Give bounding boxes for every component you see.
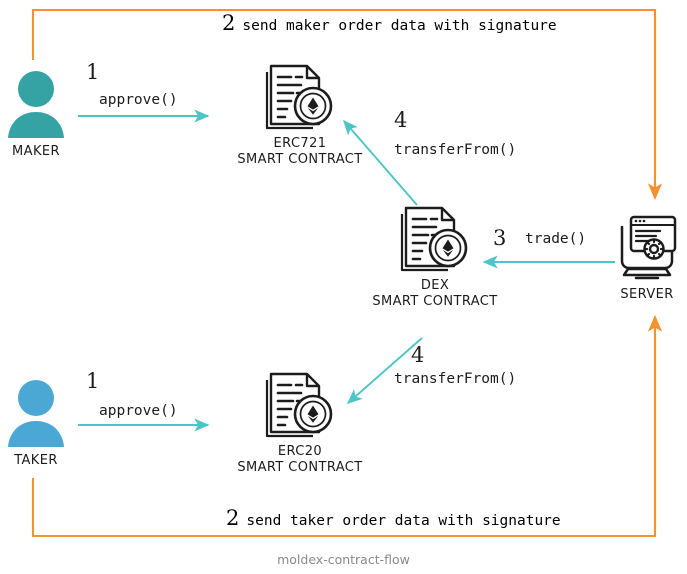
node-erc20-label: ERC20 SMART CONTRACT [237, 444, 363, 476]
edge-maker-to-server-call: send maker order data with signature [242, 18, 557, 34]
server-monitor-icon [620, 215, 677, 280]
edge-maker-to-server-step: 2 [222, 11, 236, 35]
person-icon [8, 380, 64, 447]
node-maker-label: MAKER [12, 144, 60, 159]
edge-taker-to-server-step: 2 [226, 506, 240, 530]
node-erc20[interactable]: ERC20 SMART CONTRACT [230, 370, 370, 477]
node-server-label: SERVER [620, 287, 674, 302]
edge-dex-to-erc20-call: transferFrom() [394, 371, 517, 387]
node-erc721[interactable]: ERC721 SMART CONTRACT [230, 62, 370, 169]
edge-taker-to-server-label: 2 send taker order data with signature [226, 508, 561, 529]
smart-contract-icon [400, 206, 468, 272]
edge-server-trade-call: trade() [525, 231, 587, 247]
node-maker[interactable]: MAKER [4, 68, 68, 160]
node-erc721-label: ERC721 SMART CONTRACT [237, 136, 363, 168]
diagram-caption: moldex-contract-flow [277, 552, 410, 567]
smart-contract-icon [265, 64, 333, 130]
person-icon [8, 71, 64, 138]
edge-maker-to-server-label: 2 send maker order data with signature [222, 13, 557, 34]
edge-maker-approve-call: approve() [99, 92, 178, 108]
edge-taker-to-server-call: send taker order data with signature [246, 513, 561, 529]
edge-maker-approve-step: 1 [86, 60, 100, 84]
edge-server-trade-step: 3 [493, 226, 507, 250]
node-dex-label: DEX SMART CONTRACT [372, 278, 498, 310]
node-taker-label: TAKER [14, 453, 58, 468]
edge-taker-approve-step: 1 [86, 369, 100, 393]
node-taker[interactable]: TAKER [4, 377, 68, 469]
smart-contract-icon [265, 372, 333, 438]
edge-dex-to-erc721-step: 4 [394, 108, 408, 132]
node-dex[interactable]: DEX SMART CONTRACT [365, 204, 505, 311]
edge-dex-to-erc721-call: transferFrom() [394, 142, 517, 158]
edge-taker-approve-call: approve() [99, 403, 178, 419]
node-server[interactable]: SERVER [609, 213, 685, 303]
edge-dex-to-erc20-step: 4 [411, 343, 425, 367]
